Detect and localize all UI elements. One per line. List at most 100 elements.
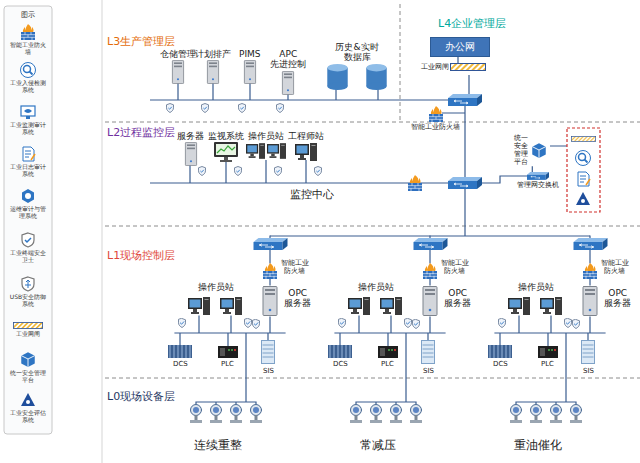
node-label: 操作员站	[358, 282, 394, 292]
layer-label: 连续重整	[194, 438, 242, 452]
node-label: 服务器	[177, 131, 204, 141]
node-label: 操作员站	[198, 282, 234, 292]
drawing-use	[244, 61, 255, 84]
network-node: PLC	[381, 360, 394, 368]
drawing-use	[13, 323, 42, 329]
network-node: 智能工业 防火墙	[599, 259, 631, 275]
node-label: 操作员站	[518, 282, 554, 292]
drawing-use	[315, 167, 322, 176]
drawing-use	[451, 64, 486, 71]
node-label: 智能工业防火墙	[411, 123, 460, 131]
network-node: DCS	[333, 360, 348, 368]
node-icon	[325, 64, 389, 90]
drawing-use	[21, 352, 35, 367]
network-node: 智能工业防火墙	[411, 106, 460, 131]
node-label: 办公网	[445, 41, 475, 53]
drawing-use	[172, 61, 183, 84]
node-label: PLC	[381, 360, 394, 368]
legend-text: 工业终端安全卫士	[9, 250, 47, 264]
node-label: SIS	[263, 367, 274, 375]
legend-text: 智能工业防火墙	[9, 42, 47, 56]
legend-text: 工业监测审计系统	[9, 122, 47, 136]
network-node: 监视系统	[208, 131, 244, 162]
node-label: 历史&实时 数据库	[332, 42, 382, 63]
layer-label: L4企业管理层	[438, 17, 506, 30]
drawing-use	[235, 167, 242, 176]
legend-text: 统一安全管理平台	[9, 370, 47, 384]
node-label: PLC	[221, 360, 234, 368]
legend-icon	[20, 276, 36, 292]
legend-entry: 工业终端安全卫士	[9, 232, 47, 264]
network-node: SIS	[583, 367, 594, 375]
drawing-use	[21, 393, 35, 406]
network-node: PLC	[541, 360, 554, 368]
network-node: 历史&实时 数据库	[325, 42, 389, 90]
node-label: DCS	[493, 360, 508, 368]
node-label: 工业网闸	[421, 63, 449, 71]
drawing-use	[571, 137, 595, 142]
network-node: DCS	[493, 360, 508, 368]
drawing-use	[488, 236, 608, 423]
network-node: SIS	[423, 367, 434, 375]
legend-icon	[20, 392, 36, 408]
drawing-use	[21, 24, 35, 40]
drawing-rect	[4, 6, 52, 434]
drawing-use	[327, 64, 386, 90]
layer-label: 监控中心	[290, 188, 334, 201]
legend-entry: USB安全防御系统	[9, 276, 47, 308]
drawing-use	[207, 61, 218, 84]
node-icon	[169, 60, 187, 84]
network-node: OPC 服务器	[282, 288, 314, 309]
node-label: 工程师站	[288, 131, 324, 141]
layer-label: L0现场设备层	[107, 390, 175, 403]
drawing-use	[22, 233, 34, 247]
drawing-use	[239, 104, 246, 113]
legend-entry: 工业网闸	[9, 322, 47, 338]
drawing-use	[22, 189, 34, 203]
node-label: 操作员站	[248, 131, 284, 141]
drawing-use	[277, 104, 284, 113]
network-node: 统一安全管理平台	[514, 134, 548, 166]
network-node: SIS	[263, 367, 274, 375]
network-node: OPC 服务器	[602, 288, 634, 309]
node-label: DCS	[333, 360, 348, 368]
node-label: 管理网交换机	[517, 181, 559, 189]
layer-label: L1现场控制层	[107, 249, 175, 262]
drawing-use	[448, 94, 482, 106]
drawing-use	[246, 144, 286, 160]
node-label: PIMS	[239, 49, 261, 59]
node-label: 智能工业 防火墙	[599, 259, 631, 275]
legend-entry: 工业安全评估系统	[9, 392, 47, 424]
drawing-use	[21, 63, 36, 78]
node-label: 计划排产	[195, 49, 231, 59]
legend-icon	[20, 104, 36, 120]
node-icon	[182, 142, 200, 166]
legend-text: 工业网闸	[9, 331, 47, 338]
drawing-use	[168, 236, 288, 423]
legend-icon	[20, 146, 36, 162]
drawing-use	[527, 172, 549, 180]
node-icon	[527, 172, 549, 180]
network-node: PLC	[221, 360, 234, 368]
network-node: PIMS	[239, 49, 261, 84]
layer-label: L3生产管理层	[107, 35, 175, 48]
network-node: APC 先进控制	[268, 49, 309, 95]
node-label: OPC 服务器	[442, 288, 474, 309]
drawing-use	[214, 142, 238, 162]
node-icon	[279, 71, 297, 95]
drawing-use	[185, 143, 196, 166]
network-node: 操作员站	[518, 282, 554, 292]
legend-heading: 图示	[21, 11, 35, 19]
legend-text: 工业日志审计系统	[9, 164, 47, 178]
legend-text: 工业安全评估系统	[9, 410, 47, 424]
network-node: DCS	[173, 360, 188, 368]
node-label: 智能工业 防火墙	[279, 259, 311, 275]
legend-entry: 智能工业防火墙	[9, 24, 47, 56]
network-node: 智能工业 防火墙	[439, 259, 471, 275]
node-icon	[429, 106, 443, 122]
legend-icon	[20, 232, 36, 248]
legend-icon	[20, 62, 36, 78]
network-node: 工程师站	[288, 131, 324, 162]
node-label: SIS	[583, 367, 594, 375]
node-label: OPC 服务器	[282, 288, 314, 309]
